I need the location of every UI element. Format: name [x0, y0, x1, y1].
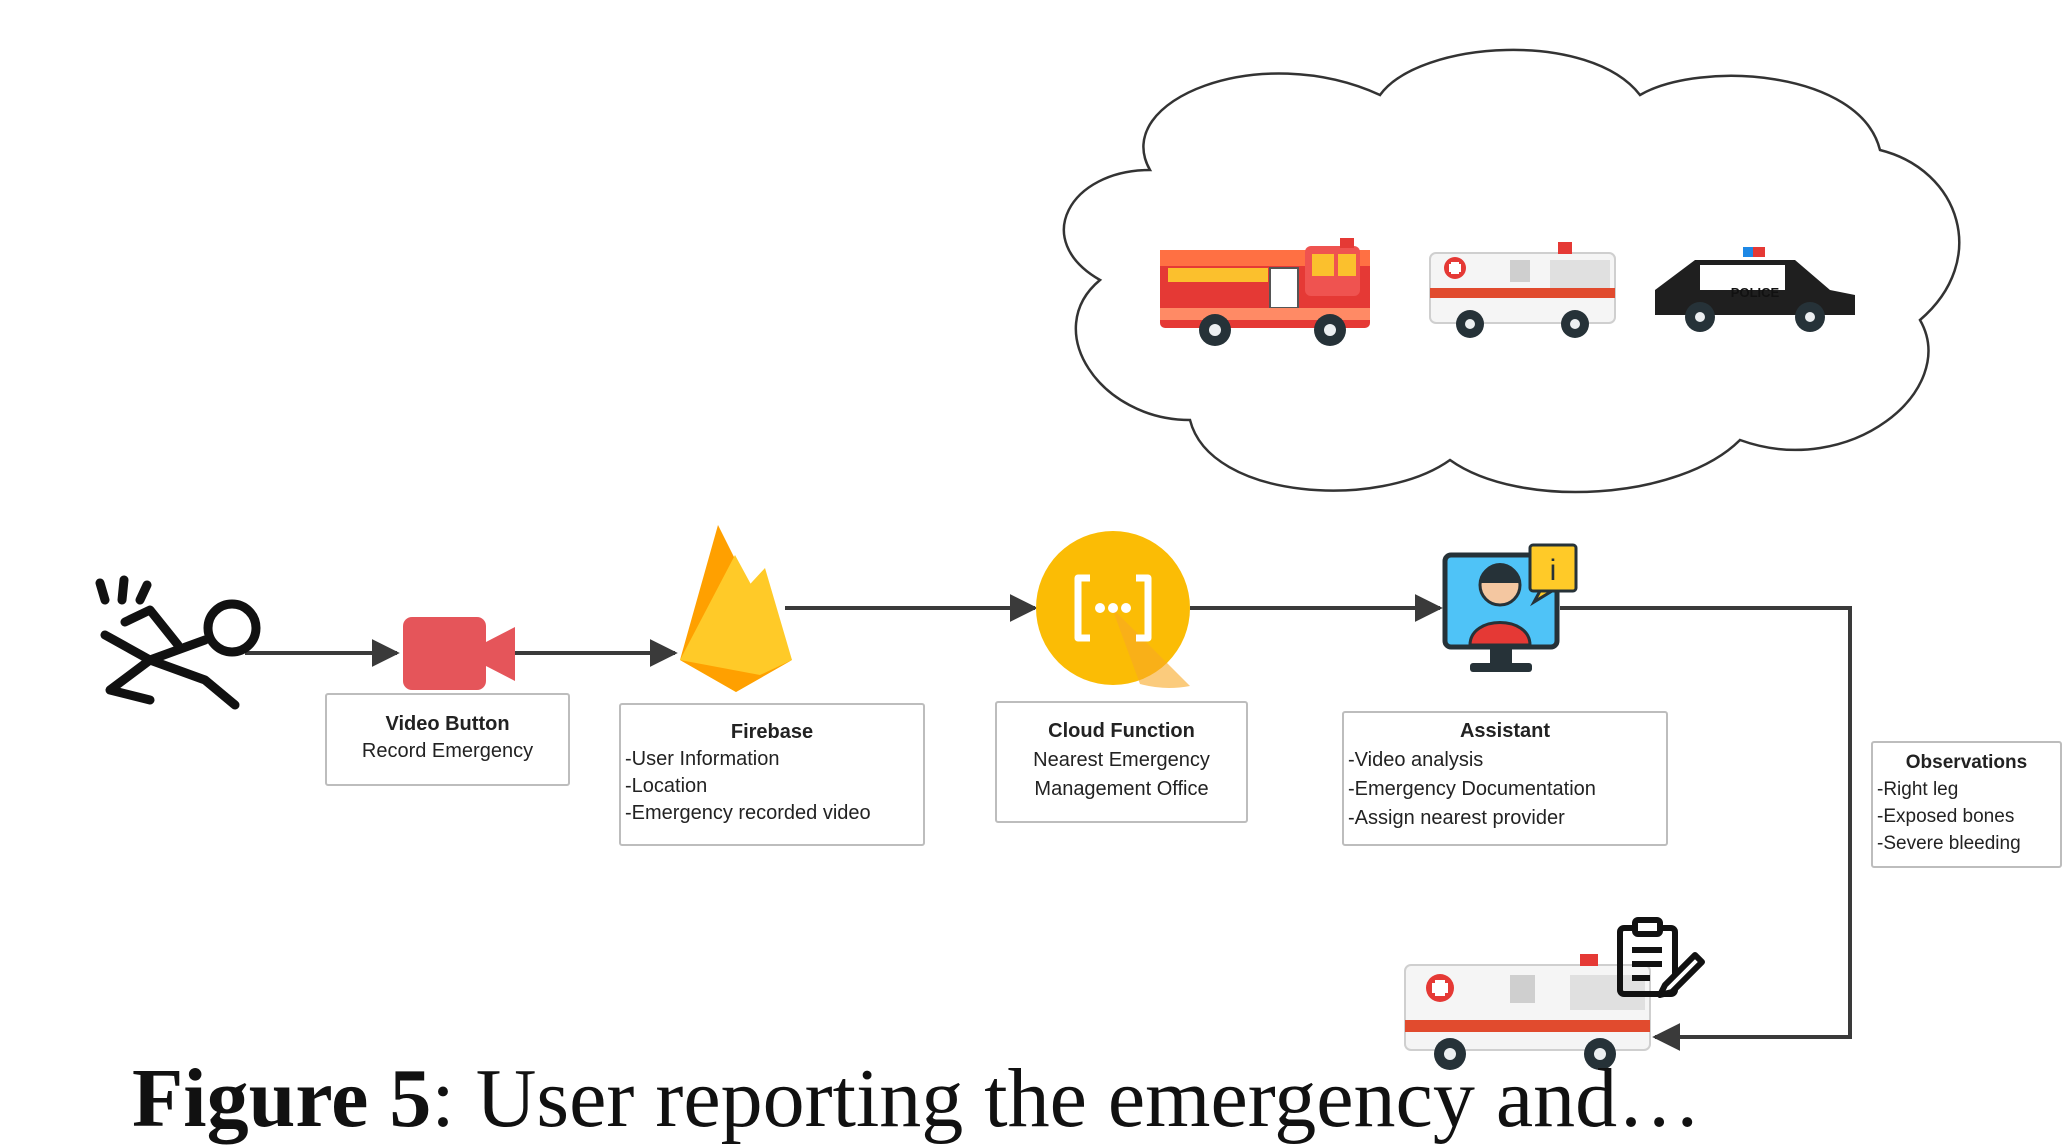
- observations-line-1: -Right leg: [1877, 779, 1959, 800]
- observations-line-3: -Severe bleeding: [1877, 833, 2021, 854]
- firebase-box: Firebase -User Information -Location -Em…: [619, 703, 925, 846]
- firebase-logo-icon: [680, 525, 792, 692]
- police-car-icon: POLICE: [1655, 247, 1855, 332]
- assistant-line-3: -Assign nearest provider: [1348, 807, 1565, 829]
- firebase-line-1: -User Information: [625, 748, 780, 770]
- observations-box: Observations -Right leg -Exposed bones -…: [1871, 741, 2062, 868]
- video-button-line: Record Emergency: [361, 740, 534, 762]
- firebase-title: Firebase: [730, 721, 814, 743]
- video-button-title: Video Button: [385, 713, 510, 735]
- police-label: POLICE: [1731, 285, 1780, 300]
- observations-title: Observations: [1905, 752, 2028, 773]
- assistant-line-2: -Emergency Documentation: [1348, 778, 1596, 800]
- ambulance-icon: [1429, 242, 1616, 338]
- video-camera-icon: [403, 617, 515, 690]
- assistant-box: Assistant -Video analysis -Emergency Doc…: [1342, 711, 1668, 846]
- cloud-function-title: Cloud Function: [1048, 720, 1195, 742]
- caption-label: Figure 5: [132, 1052, 432, 1145]
- info-badge: i: [1550, 554, 1557, 587]
- cloud-functions-icon: [1036, 531, 1190, 688]
- firebase-line-2: -Location: [625, 775, 708, 797]
- clipboard-icon: [1617, 917, 1705, 998]
- fallen-person-icon: [95, 575, 261, 710]
- figure-caption: Figure 5: User reporting the emergency a…: [132, 1050, 1701, 1147]
- emergency-flow-diagram: POLICE: [95, 48, 1961, 1070]
- observations-line-2: -Exposed bones: [1877, 806, 2015, 827]
- fire-truck-icon: [1160, 238, 1370, 346]
- caption-text: User reporting the emergency and…: [475, 1052, 1702, 1145]
- video-button-box: Video Button Record Emergency: [325, 693, 570, 786]
- assistant-line-1: -Video analysis: [1348, 749, 1484, 771]
- assistant-operator-icon: i: [1442, 543, 1578, 672]
- connector-assistant-ambulance: [1560, 606, 1852, 1051]
- cloud-function-box: Cloud Function Nearest Emergency Managem…: [995, 701, 1248, 823]
- assistant-title: Assistant: [1459, 720, 1551, 742]
- cloud-function-line-1: Nearest Emergency: [1033, 749, 1210, 771]
- firebase-line-3: -Emergency recorded video: [625, 802, 871, 824]
- cloud-function-line-2: Management Office: [1034, 778, 1209, 800]
- caption-separator: :: [431, 1052, 476, 1145]
